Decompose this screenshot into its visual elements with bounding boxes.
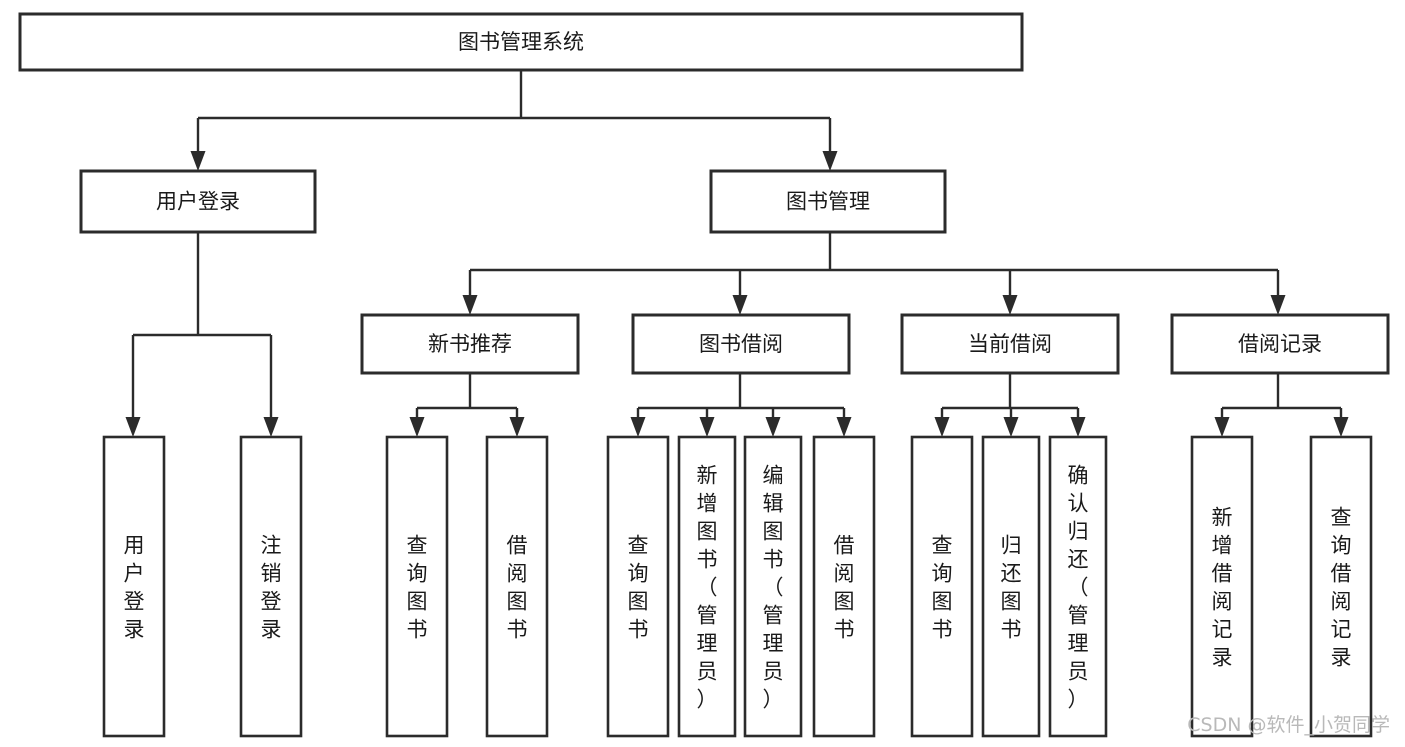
- node-leaf-borrow-book-recommend[interactable]: 借阅图书: [485, 435, 549, 738]
- node-leaf-add-borrow-record[interactable]: 新增借阅记录: [1190, 435, 1254, 738]
- node-label-user-login: 用户登录: [156, 190, 240, 214]
- arrow-to-borrow-record: [1270, 295, 1286, 315]
- arrow-to-leaf-add-borrow-record: [1214, 417, 1230, 437]
- csdn-watermark: CSDN @软件_小贺同学: [1187, 714, 1390, 736]
- node-leaf-edit-book-admin[interactable]: 编辑图书（管理员）: [743, 435, 803, 738]
- node-box-leaf-query-book-recommend: [385, 435, 449, 738]
- node-box-leaf-borrow-book-recommend: [485, 435, 549, 738]
- node-label-book-borrow: 图书借阅: [699, 332, 783, 356]
- node-new-book-recommend[interactable]: 新书推荐: [360, 313, 580, 375]
- node-label-leaf-return-book: 归还图书: [1001, 533, 1022, 641]
- node-leaf-query-book-recommend[interactable]: 查询图书: [385, 435, 449, 738]
- node-root[interactable]: 图书管理系统: [18, 12, 1024, 72]
- node-box-user-login: [79, 169, 317, 234]
- arrow-head-layer: [125, 151, 1349, 437]
- node-box-leaf-query-book-current: [910, 435, 974, 738]
- arrow-to-leaf-add-book-admin: [699, 417, 715, 437]
- node-box-leaf-query-book-borrow: [606, 435, 670, 738]
- node-box-root: [18, 12, 1024, 72]
- arrow-to-book-borrow: [732, 295, 748, 315]
- node-leaf-logout-login[interactable]: 注销登录: [239, 435, 303, 738]
- watermark-layer: CSDN @软件_小贺同学: [1187, 714, 1390, 736]
- node-box-leaf-edit-book-admin: [743, 435, 803, 738]
- node-leaf-user-login[interactable]: 用户登录: [102, 435, 166, 738]
- arrow-to-leaf-return-book: [1003, 417, 1019, 437]
- node-leaf-query-book-current[interactable]: 查询图书: [910, 435, 974, 738]
- node-label-leaf-add-borrow-record: 新增借阅记录: [1212, 505, 1233, 669]
- node-label-leaf-query-book-borrow: 查询图书: [628, 533, 649, 641]
- node-box-leaf-add-borrow-record: [1190, 435, 1254, 738]
- node-box-leaf-borrow-book: [812, 435, 876, 738]
- arrow-to-current-borrow: [1002, 295, 1018, 315]
- node-box-leaf-user-login: [102, 435, 166, 738]
- node-label-book-management: 图书管理: [786, 190, 870, 214]
- node-current-borrow[interactable]: 当前借阅: [900, 313, 1120, 375]
- arrow-to-leaf-query-book-borrow: [630, 417, 646, 437]
- node-box-new-book-recommend: [360, 313, 580, 375]
- arrow-to-leaf-confirm-return-admin: [1070, 417, 1086, 437]
- node-label-leaf-query-borrow-record: 查询借阅记录: [1331, 505, 1352, 669]
- node-leaf-query-book-borrow[interactable]: 查询图书: [606, 435, 670, 738]
- arrow-to-leaf-edit-book-admin: [765, 417, 781, 437]
- node-label-borrow-record: 借阅记录: [1238, 332, 1322, 356]
- node-leaf-add-book-admin[interactable]: 新增图书（管理员）: [677, 435, 737, 738]
- arrow-to-leaf-query-book-current: [934, 417, 950, 437]
- node-box-leaf-logout-login: [239, 435, 303, 738]
- node-leaf-confirm-return-admin[interactable]: 确认归还（管理员）: [1048, 435, 1108, 738]
- node-label-root: 图书管理系统: [458, 30, 584, 54]
- node-borrow-record[interactable]: 借阅记录: [1170, 313, 1390, 375]
- node-user-login[interactable]: 用户登录: [79, 169, 317, 234]
- arrow-to-new-book-recommend: [462, 295, 478, 315]
- node-label-new-book-recommend: 新书推荐: [428, 332, 512, 356]
- node-box-leaf-return-book: [981, 435, 1041, 738]
- node-box-book-borrow: [631, 313, 851, 375]
- node-label-leaf-query-book-current: 查询图书: [932, 533, 953, 641]
- node-box-leaf-confirm-return-admin: [1048, 435, 1108, 738]
- arrow-to-leaf-query-borrow-record: [1333, 417, 1349, 437]
- node-label-leaf-logout-login: 注销登录: [261, 533, 282, 641]
- arrow-to-leaf-query-book-recommend: [409, 417, 425, 437]
- node-box-borrow-record: [1170, 313, 1390, 375]
- node-box-book-management: [709, 169, 947, 234]
- arrow-to-leaf-borrow-book-recommend: [509, 417, 525, 437]
- arrow-to-book-management: [822, 151, 838, 171]
- arrow-to-leaf-user-login: [125, 417, 141, 437]
- node-label-leaf-borrow-book: 借阅图书: [834, 533, 855, 641]
- node-label-leaf-borrow-book-recommend: 借阅图书: [507, 533, 528, 641]
- node-box-leaf-query-borrow-record: [1309, 435, 1373, 738]
- node-label-leaf-edit-book-admin: 编辑图书（管理员）: [763, 463, 784, 711]
- node-box-leaf-add-book-admin: [677, 435, 737, 738]
- arrow-to-user-login: [190, 151, 206, 171]
- node-label-leaf-add-book-admin: 新增图书（管理员）: [697, 463, 718, 711]
- node-leaf-return-book[interactable]: 归还图书: [981, 435, 1041, 738]
- node-label-leaf-user-login: 用户登录: [124, 533, 145, 641]
- node-book-borrow[interactable]: 图书借阅: [631, 313, 851, 375]
- node-book-management[interactable]: 图书管理: [709, 169, 947, 234]
- node-leaf-query-borrow-record[interactable]: 查询借阅记录: [1309, 435, 1373, 738]
- node-box-current-borrow: [900, 313, 1120, 375]
- arrow-to-leaf-logout-login: [263, 417, 279, 437]
- node-layer: 图书管理系统用户登录图书管理新书推荐图书借阅当前借阅借阅记录用户登录注销登录查询…: [18, 12, 1390, 738]
- arrow-to-leaf-borrow-book: [836, 417, 852, 437]
- node-label-current-borrow: 当前借阅: [968, 332, 1052, 356]
- node-label-leaf-confirm-return-admin: 确认归还（管理员）: [1068, 463, 1089, 711]
- node-leaf-borrow-book[interactable]: 借阅图书: [812, 435, 876, 738]
- node-label-leaf-query-book-recommend: 查询图书: [407, 533, 428, 641]
